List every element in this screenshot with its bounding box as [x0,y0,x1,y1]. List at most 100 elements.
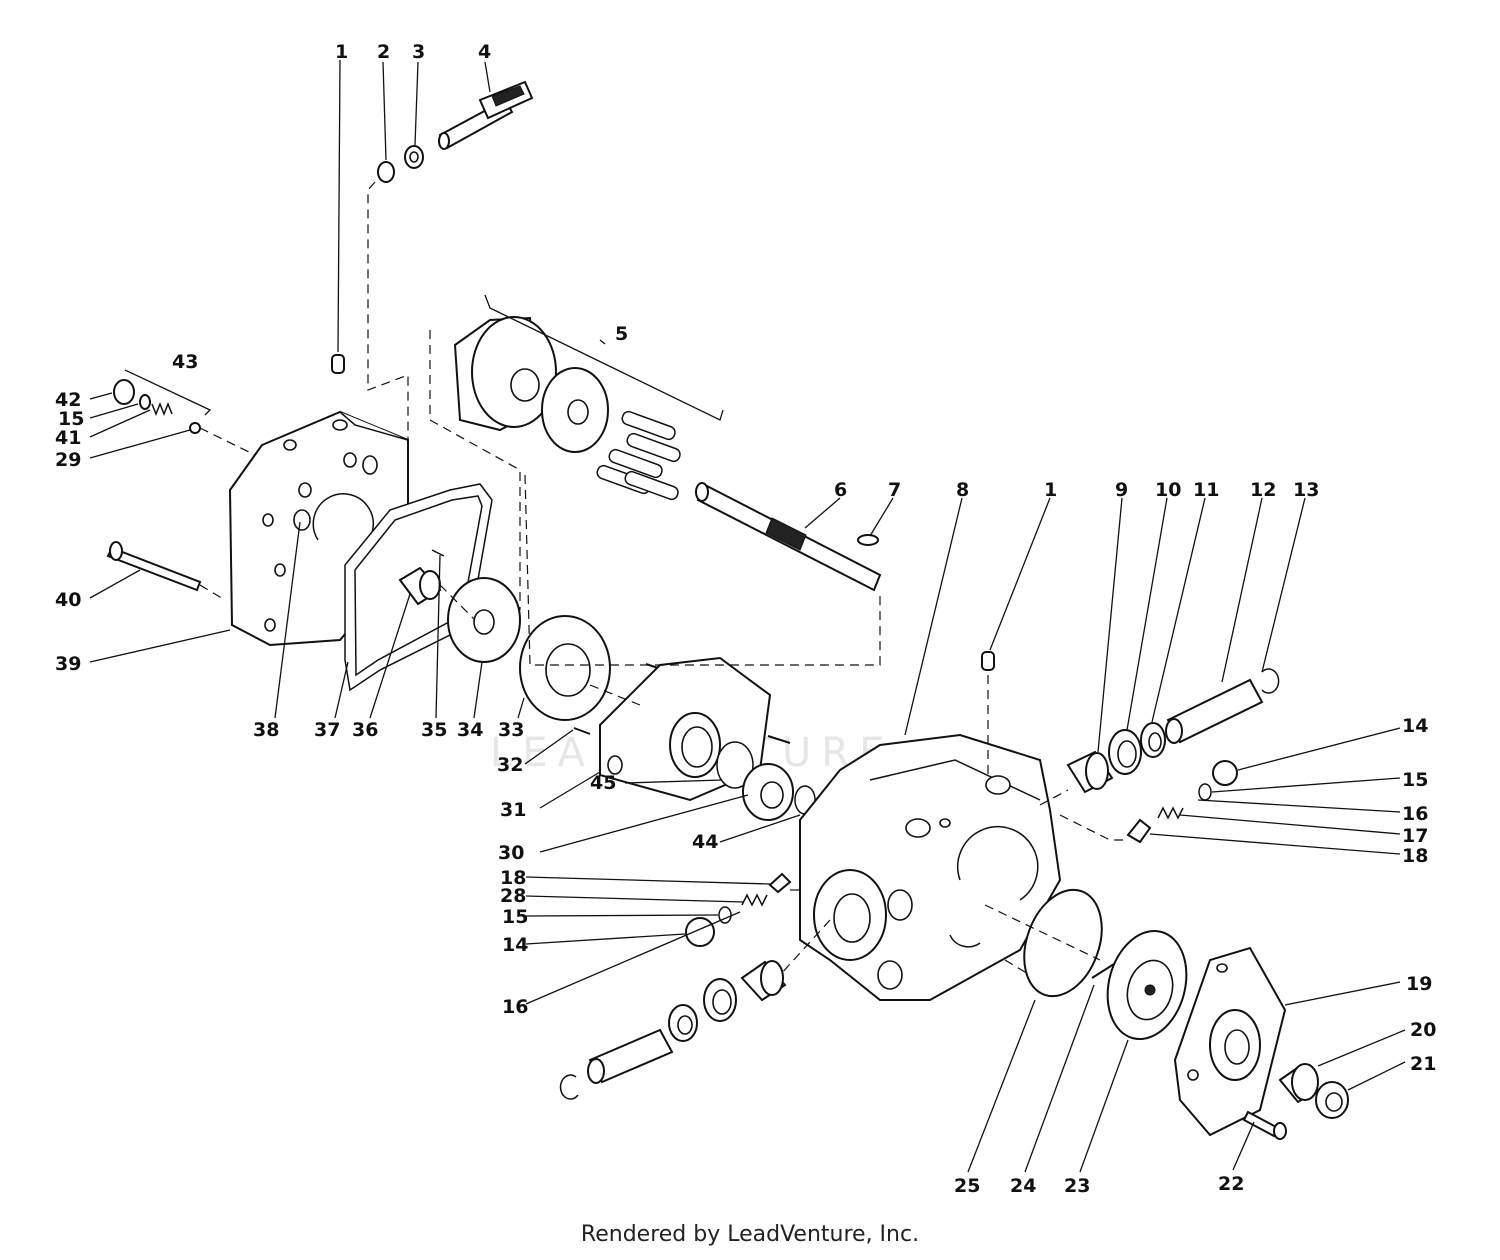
part-13-retaining-ring [1261,668,1280,694]
part-34-valve-plate [447,577,521,663]
callout-36: 36 [352,719,378,741]
callout-1-top: 1 [335,41,348,63]
part-21-seal [1315,1081,1349,1119]
part-36-bearing [398,566,442,606]
part-bearing-lower [740,960,787,1002]
alignment-lines [199,181,1128,976]
part-retaining-ring-lower [559,1074,579,1100]
callout-38: 38 [253,719,279,741]
callout-10: 10 [1155,479,1181,501]
part-42-plug [113,379,135,405]
part-9-bearing [1066,750,1114,794]
callout-40: 40 [55,589,81,611]
callout-29: 29 [55,449,81,471]
callout-21: 21 [1410,1053,1436,1075]
callout-2: 2 [377,41,390,63]
part-18-poppet-left [768,872,792,894]
callout-30: 30 [498,842,524,864]
part-15-oring-left [139,394,151,410]
callout-32: 32 [497,754,523,776]
callout-45: 45 [590,772,616,794]
part-29-ball [189,422,201,434]
part-seal-lower [703,978,737,1022]
part-10-seal [1108,729,1142,775]
callout-34: 34 [457,719,483,741]
callout-7: 7 [888,479,901,501]
part-2-ring [377,161,395,183]
part-24-pin [1091,963,1115,979]
part-washer-lower [668,1004,698,1042]
callout-14-right: 14 [1402,715,1428,737]
callout-16-left: 16 [502,996,528,1018]
part-6-pump-shaft [695,482,882,592]
callout-11: 11 [1193,479,1219,501]
callout-15-right: 15 [1402,769,1428,791]
part-20-bearing [1278,1063,1320,1104]
part-28-spring [741,893,768,907]
callout-14-left: 14 [502,934,528,956]
callout-35: 35 [421,719,447,741]
callout-6: 6 [834,479,847,501]
callout-31: 31 [500,799,526,821]
part-15-oring-right [1198,783,1212,801]
part-45-retaining-ring [716,741,754,789]
callout-23: 23 [1064,1175,1090,1197]
callout-1-right: 1 [1044,479,1057,501]
part-14-plug-left [685,917,715,947]
part-1-plug-right [981,651,995,671]
part-14-plug-right [1212,760,1238,786]
callout-8: 8 [956,479,969,501]
callout-20: 20 [1410,1019,1436,1041]
part-30-bearing [742,763,794,821]
callout-25: 25 [954,1175,980,1197]
leader-lines [89,59,1406,1173]
piston-set [596,410,681,501]
part-40-bolt [106,541,202,592]
part-7-key [857,534,879,546]
part-22-bolt [1242,1110,1287,1140]
callout-labels: 1 2 3 4 5 6 7 8 1 9 10 11 12 13 43 42 15… [55,41,1436,1197]
part-19-charge-pump-cover [1173,946,1287,1137]
callout-22: 22 [1218,1173,1244,1195]
callout-16-right: 16 [1402,803,1428,825]
callout-3: 3 [412,41,425,63]
part-15-oring-lower [718,906,732,924]
callout-44: 44 [692,831,718,853]
callout-18-right: 18 [1402,845,1428,867]
part-35-pin [431,549,445,557]
callout-43: 43 [172,351,198,373]
part-1-plug-top [331,354,345,374]
callout-24: 24 [1010,1175,1036,1197]
part-25-oring [1023,888,1103,998]
part-5-cylinder-block [453,316,681,501]
callout-13: 13 [1293,479,1319,501]
callout-28: 28 [500,885,526,907]
part-41-spring [151,401,173,417]
callout-19: 19 [1406,973,1432,995]
callout-17: 17 [1402,825,1428,847]
callout-15-lower: 15 [502,906,528,928]
part-33-thrust-washer [519,615,611,721]
footer-credit: Rendered by LeadVenture, Inc. [580,1222,920,1247]
part-23-gerotor [1106,929,1188,1041]
callout-18-left: 18 [500,867,526,889]
part-trunnion-shaft-lower [587,1028,674,1084]
callout-15-left: 15 [58,408,84,430]
part-12-trunnion-shaft [1165,678,1264,744]
callout-42: 42 [55,389,81,411]
callout-9: 9 [1115,479,1128,501]
part-8-main-housing [799,733,1062,1001]
callout-4: 4 [478,41,491,63]
part-4-input-shaft [438,80,534,150]
callout-39: 39 [55,653,81,675]
part-3-seal [404,145,424,169]
callout-37: 37 [314,719,340,741]
callout-12: 12 [1250,479,1276,501]
part-16-spring-right [1157,806,1184,820]
callout-5: 5 [615,323,628,345]
part-11-washer [1140,722,1166,758]
callout-41: 41 [55,427,81,449]
callout-33: 33 [498,719,524,741]
part-18-poppet-right [1126,818,1152,844]
